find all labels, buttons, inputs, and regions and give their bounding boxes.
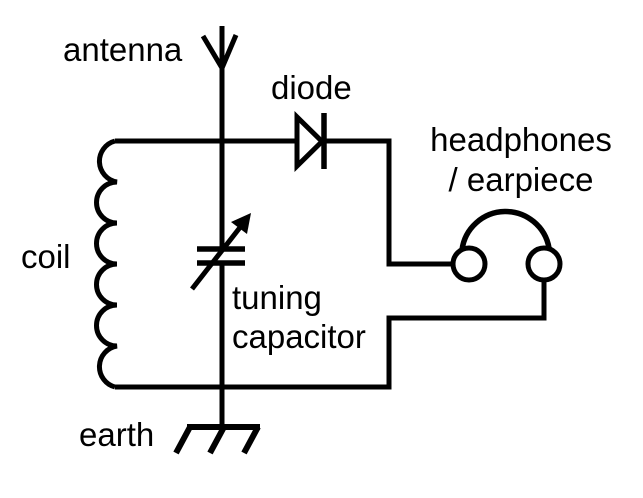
headphones-label: headphones / earpiece [415,120,627,200]
diode-icon [294,111,327,172]
earth-label: earth [79,416,155,453]
wires [115,138,547,427]
tuning-capacitor-label: tuning capacitor [232,278,366,356]
headphones-label-line1: headphones [430,121,612,158]
diode-label: diode [271,69,352,106]
coil-label: coil [21,238,71,275]
coil-icon [94,138,118,390]
antenna-label: antenna [63,31,183,68]
tuning-capacitor-icon [190,213,251,291]
tuning-capacitor-label-line2: capacitor [232,318,366,355]
headphones-label-line2: / earpiece [448,161,594,198]
earth-ground-icon [173,424,261,455]
antenna-icon [200,26,239,247]
tuning-capacitor-label-line1: tuning [232,279,322,316]
headphones-icon [450,208,563,283]
